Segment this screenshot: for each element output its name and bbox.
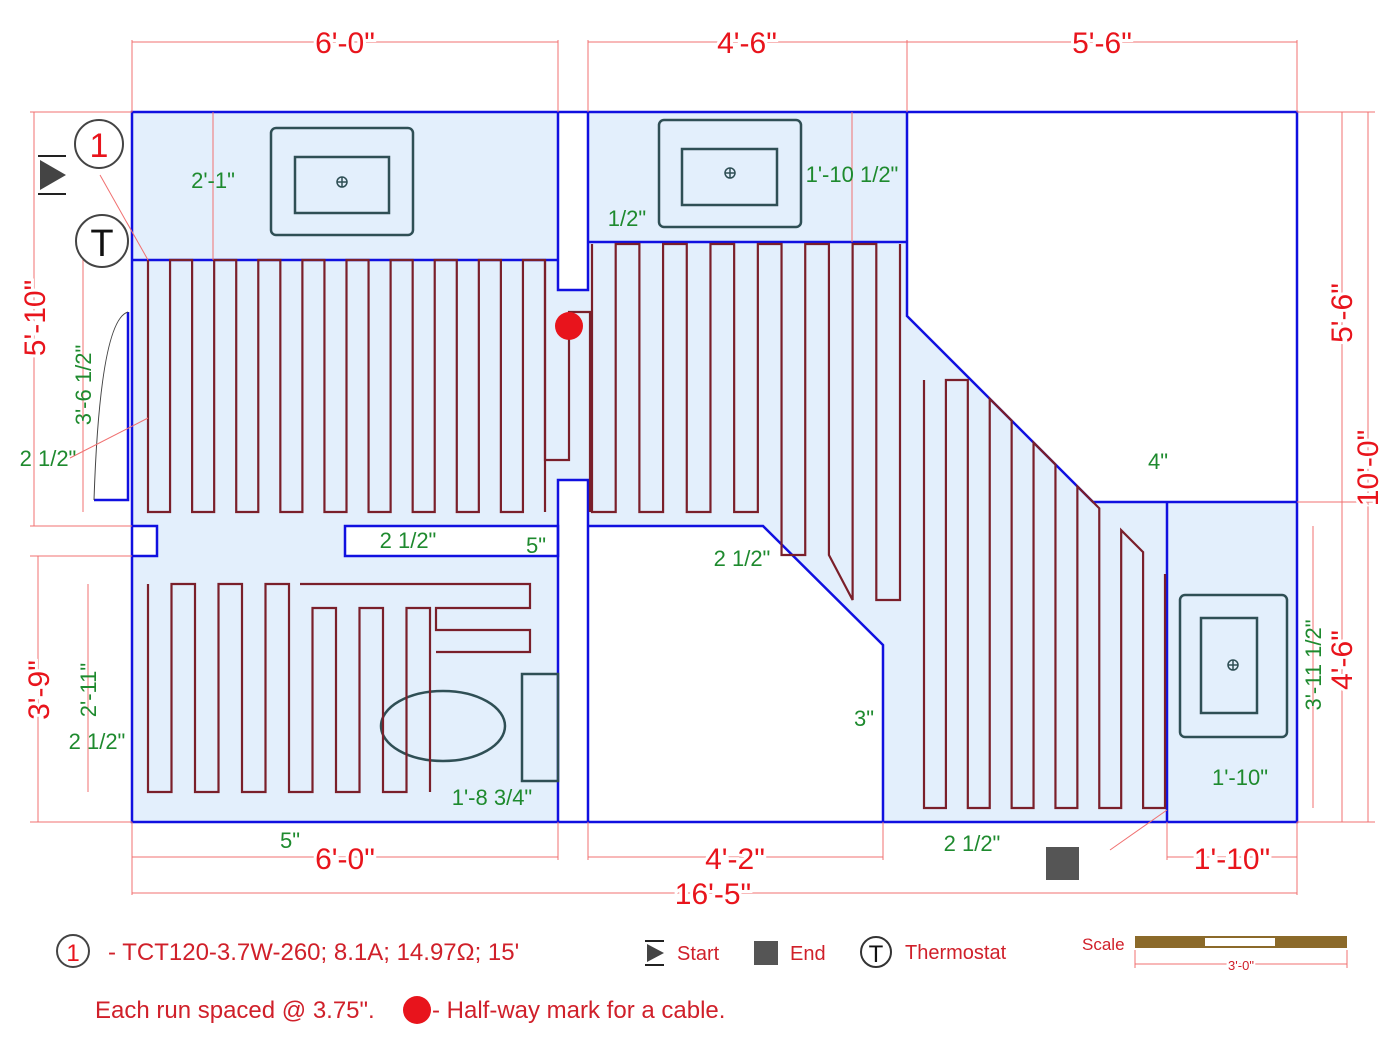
cable-marker: 1	[74, 119, 124, 169]
toilet	[379, 672, 560, 783]
svg-text:4'-6": 4'-6"	[717, 27, 777, 60]
svg-text:- TCT120-3.7W-260; 8.1A; 14.97: - TCT120-3.7W-260; 8.1A; 14.97Ω; 15'	[108, 939, 519, 966]
svg-text:1'-10 1/2": 1'-10 1/2"	[806, 162, 899, 187]
svg-text:3": 3"	[854, 706, 874, 731]
svg-text:1: 1	[66, 940, 79, 967]
half-way-mark	[555, 312, 583, 340]
svg-text:4'-6": 4'-6"	[1326, 630, 1359, 690]
door-swing	[93, 311, 129, 501]
vanity-sink-middle	[657, 118, 803, 229]
svg-text:5'-6": 5'-6"	[1326, 283, 1359, 343]
svg-text:2 1/2": 2 1/2"	[714, 546, 771, 571]
svg-text:- Half-way mark for a cable.: - Half-way mark for a cable.	[432, 997, 725, 1024]
svg-text:10'-0": 10'-0"	[1352, 430, 1385, 506]
legend-halfway-icon	[403, 996, 431, 1024]
svg-text:6'-0": 6'-0"	[315, 843, 375, 876]
legend-end-icon	[754, 941, 778, 965]
dimension-labels: 6'-0" 4'-6" 5'-6" 6'-0" 4'-2" 1'-10" 16'…	[16, 24, 1388, 914]
svg-text:1: 1	[90, 127, 109, 165]
svg-text:1'-10": 1'-10"	[1194, 843, 1270, 876]
svg-text:3'-11 1/2": 3'-11 1/2"	[1301, 619, 1326, 710]
svg-text:2 1/2": 2 1/2"	[20, 446, 77, 471]
heating-cable	[146, 242, 1167, 810]
svg-text:1/2": 1/2"	[608, 206, 646, 231]
svg-text:3'-6 1/2": 3'-6 1/2"	[71, 345, 96, 426]
svg-text:1'-10": 1'-10"	[1212, 765, 1268, 790]
svg-text:2 1/2": 2 1/2"	[69, 729, 126, 754]
cable-run-left-room	[146, 258, 547, 514]
svg-text:3'-9": 3'-9"	[23, 660, 56, 720]
svg-text:2'-1": 2'-1"	[191, 168, 235, 193]
svg-text:4": 4"	[1148, 449, 1168, 474]
cable-run-right	[922, 378, 1167, 810]
svg-text:End: End	[790, 943, 826, 965]
vanity-sink-left	[269, 126, 415, 237]
dimension-lines	[30, 40, 1375, 895]
svg-text:5'-6": 5'-6"	[1072, 27, 1132, 60]
svg-text:Each run spaced @ 3.75".: Each run spaced @ 3.75".	[95, 997, 375, 1024]
spacing-labels: 2'-1" 1'-10 1/2" 1/2" 3'-6 1/2" 2 1/2" 2…	[20, 162, 1326, 856]
svg-text:5": 5"	[526, 533, 546, 558]
svg-text:4'-2": 4'-2"	[705, 843, 765, 876]
svg-text:5'-10": 5'-10"	[19, 280, 52, 356]
cable-run-lower-left	[146, 582, 432, 794]
svg-text:3'-0": 3'-0"	[1228, 958, 1254, 973]
legend: 1 - TCT120-3.7W-260; 8.1A; 14.97Ω; 15' S…	[56, 934, 1348, 1024]
svg-text:2 1/2": 2 1/2"	[944, 831, 1001, 856]
legend-start-icon	[645, 940, 664, 966]
svg-text:6'-0": 6'-0"	[315, 27, 375, 60]
cable-run-middle	[590, 242, 902, 602]
svg-text:1'-8 3/4": 1'-8 3/4"	[452, 785, 533, 810]
svg-text:Thermostat: Thermostat	[905, 942, 1007, 964]
svg-text:Scale: Scale	[1082, 935, 1125, 954]
svg-text:2 1/2": 2 1/2"	[380, 528, 437, 553]
thermostat-marker: T	[75, 214, 129, 268]
end-marker-icon	[1046, 847, 1079, 880]
svg-text:16'-5": 16'-5"	[675, 878, 751, 911]
heated-floor-areas	[132, 112, 1297, 822]
svg-text:T: T	[869, 941, 884, 968]
start-marker-icon	[38, 155, 66, 195]
svg-text:2'-11": 2'-11"	[76, 663, 101, 717]
cable-run-center	[300, 582, 532, 654]
svg-text:T: T	[90, 223, 113, 265]
vanity-sink-right	[1178, 593, 1289, 739]
cable-run-doorway	[543, 260, 592, 512]
svg-text:5": 5"	[280, 828, 300, 853]
scale-bar: 3'-0"	[1134, 936, 1348, 975]
unheated-areas	[132, 112, 588, 822]
svg-text:Start: Start	[677, 943, 720, 965]
